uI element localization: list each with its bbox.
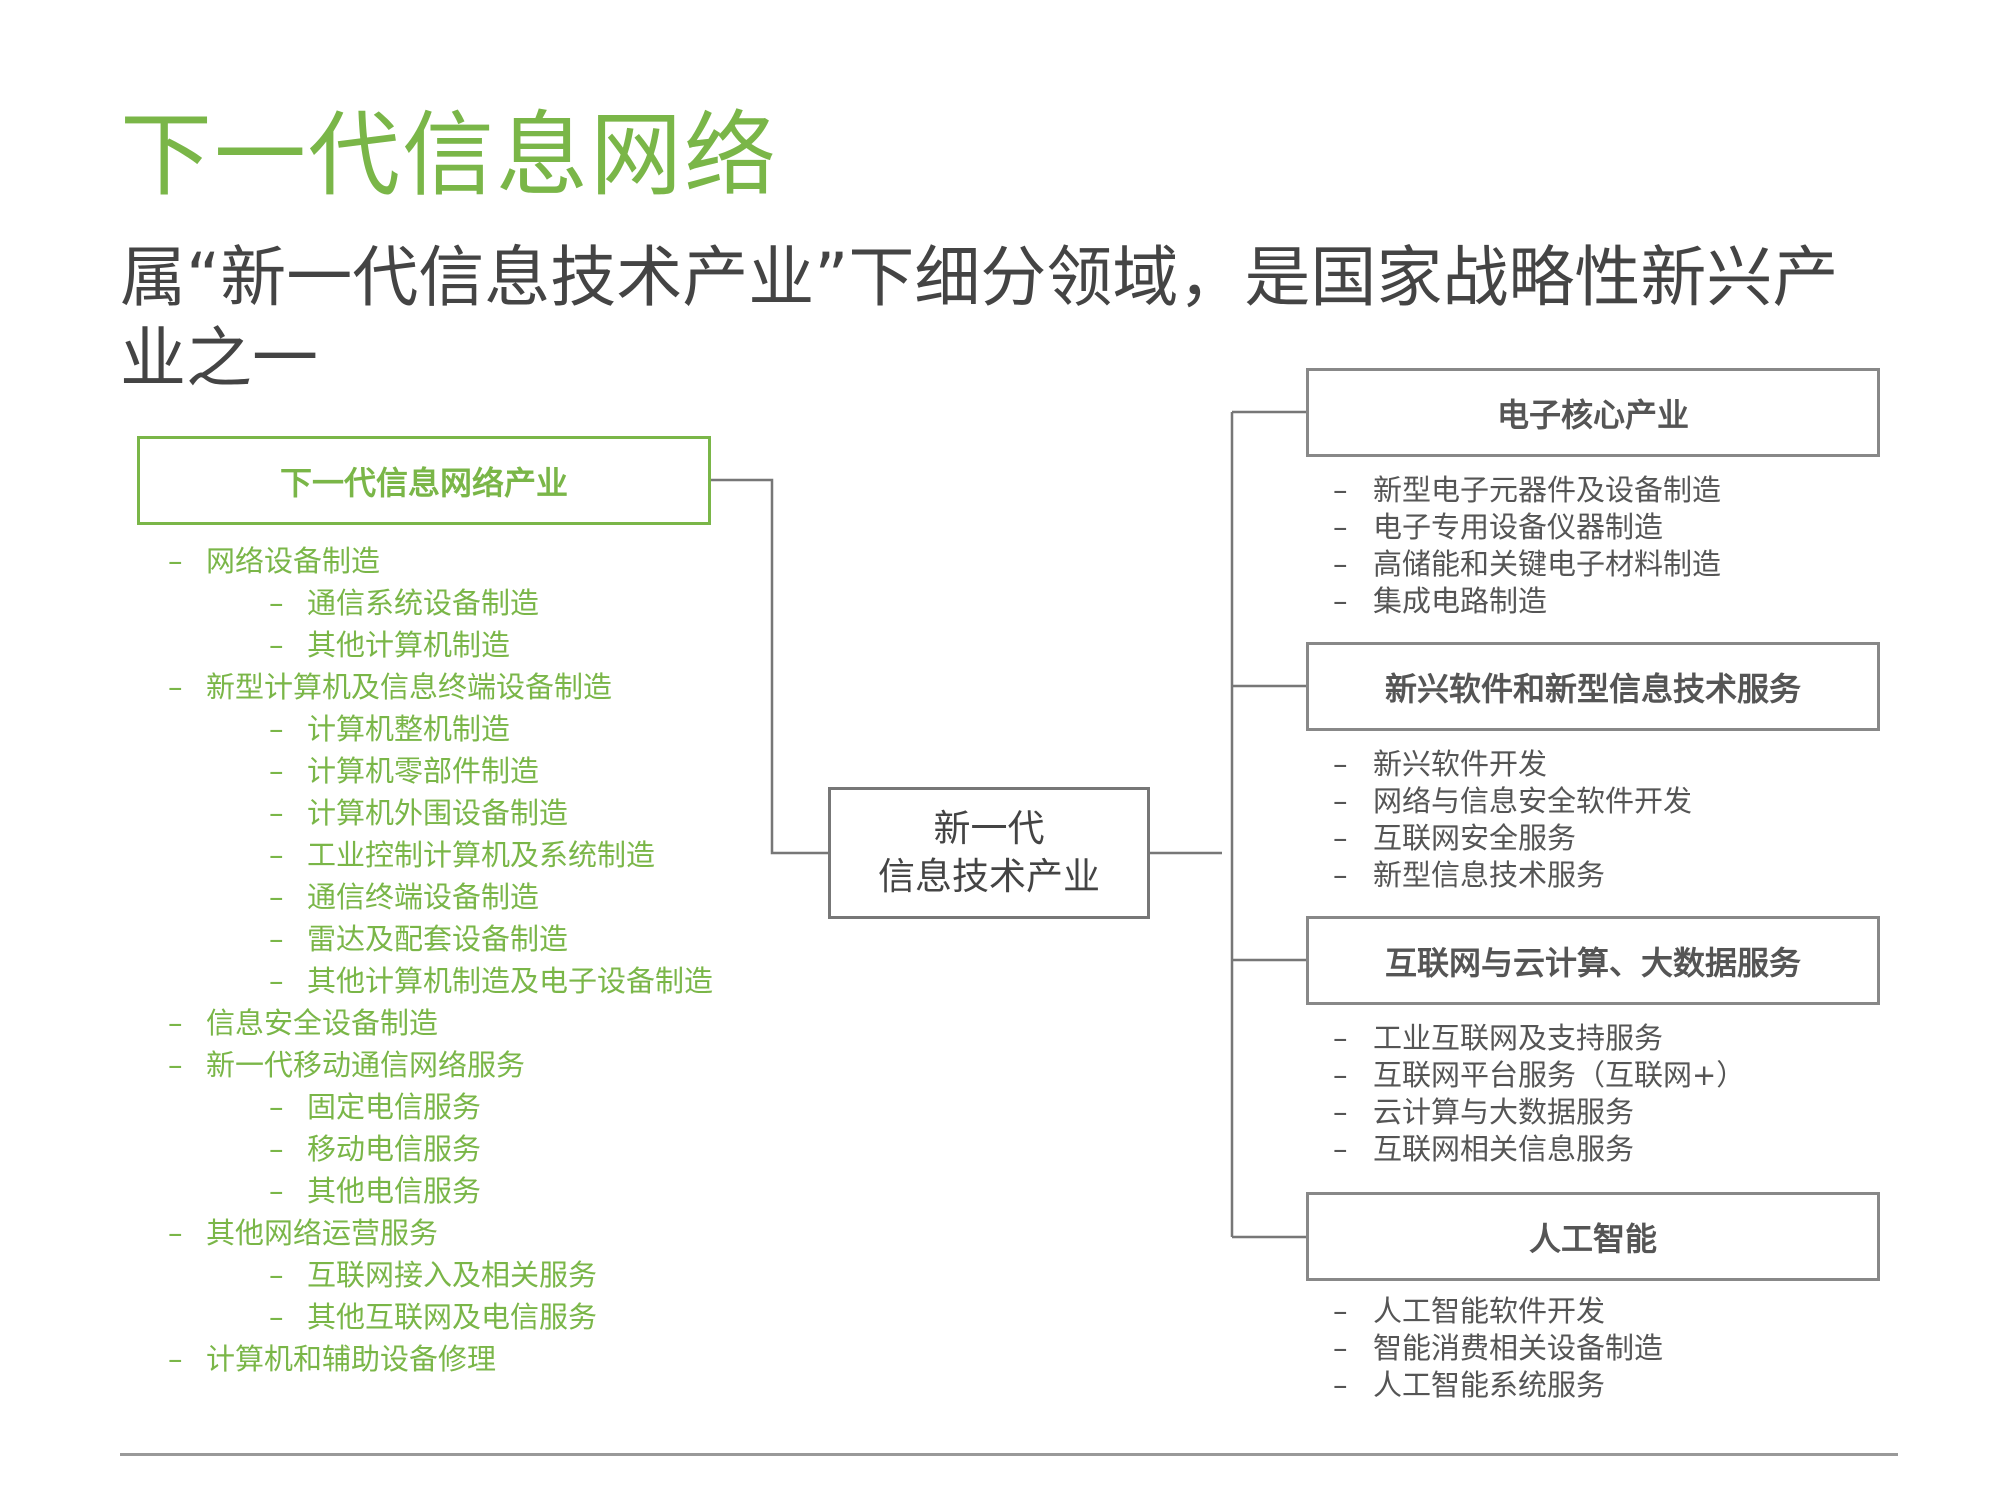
footer-divider	[120, 1453, 1898, 1456]
list-item: –其他互联网及电信服务	[269, 1300, 598, 1334]
right-list-4: –人工智能软件开发 –智能消费相关设备制造 –人工智能系统服务	[1333, 1293, 1663, 1404]
list-item: –其他计算机制造	[269, 628, 511, 662]
list-item: –移动电信服务	[269, 1132, 482, 1166]
box-artificial-intelligence: 人工智能	[1306, 1192, 1880, 1281]
box-new-gen-it-industry: 新一代 信息技术产业	[828, 787, 1150, 919]
list-item: –其他网络运营服务	[168, 1216, 439, 1250]
list-item: –集成电路制造	[1333, 584, 1548, 618]
list-item: –计算机和辅助设备修理	[168, 1342, 497, 1376]
list-item: –人工智能系统服务	[1333, 1368, 1606, 1402]
list-item: –通信系统设备制造	[269, 586, 540, 620]
list-item: –云计算与大数据服务	[1333, 1095, 1635, 1129]
list-item: –新型电子元器件及设备制造	[1333, 473, 1722, 507]
right-list-1: –新型电子元器件及设备制造 –电子专用设备仪器制造 –高储能和关键电子材料制造 …	[1333, 472, 1721, 620]
list-item: –互联网平台服务（互联网+）	[1333, 1058, 1746, 1092]
list-item: –雷达及配套设备制造	[269, 922, 569, 956]
list-item: –固定电信服务	[269, 1090, 482, 1124]
box-electronic-core-industry: 电子核心产业	[1306, 368, 1880, 457]
list-item: –高储能和关键电子材料制造	[1333, 547, 1722, 581]
list-item: –信息安全设备制造	[168, 1006, 439, 1040]
list-item: –其他电信服务	[269, 1174, 482, 1208]
connector-left	[711, 478, 828, 855]
box-next-gen-network-industry: 下一代信息网络产业	[137, 436, 711, 525]
list-item: –电子专用设备仪器制造	[1333, 510, 1664, 544]
list-item: –网络设备制造	[168, 544, 381, 578]
box-software-it-services: 新兴软件和新型信息技术服务	[1306, 642, 1880, 731]
box-internet-cloud-bigdata: 互联网与云计算、大数据服务	[1306, 916, 1880, 1005]
list-item: –新兴软件开发	[1333, 747, 1548, 781]
list-item: –网络与信息安全软件开发	[1333, 784, 1693, 818]
list-item: –工业控制计算机及系统制造	[269, 838, 656, 872]
list-item: –智能消费相关设备制造	[1333, 1331, 1664, 1365]
list-item: –互联网安全服务	[1333, 821, 1577, 855]
list-item: –新型计算机及信息终端设备制造	[168, 670, 613, 704]
list-item: –新型信息技术服务	[1333, 858, 1606, 892]
list-item: –新一代移动通信网络服务	[168, 1048, 526, 1082]
list-item: –计算机零部件制造	[269, 754, 540, 788]
center-box-line2: 信息技术产业	[878, 855, 1100, 898]
list-item: –其他计算机制造及电子设备制造	[269, 964, 714, 998]
list-item: –计算机外围设备制造	[269, 796, 569, 830]
right-list-2: –新兴软件开发 –网络与信息安全软件开发 –互联网安全服务 –新型信息技术服务	[1333, 746, 1692, 894]
list-item: –通信终端设备制造	[269, 880, 540, 914]
list-item: –互联网接入及相关服务	[269, 1258, 598, 1292]
list-item: –人工智能软件开发	[1333, 1294, 1606, 1328]
list-item: –计算机整机制造	[269, 712, 511, 746]
center-box-line1: 新一代	[933, 806, 1045, 850]
list-item: –工业互联网及支持服务	[1333, 1021, 1664, 1055]
right-list-3: –工业互联网及支持服务 –互联网平台服务（互联网+） –云计算与大数据服务 –互…	[1333, 1020, 1745, 1168]
list-item: –互联网相关信息服务	[1333, 1132, 1635, 1166]
page-title: 下一代信息网络	[120, 102, 779, 209]
page-subtitle: 属“新一代信息技术产业”下细分领域，是国家战略性新兴产业之一	[120, 239, 1839, 397]
left-item-list: –网络设备制造 –通信系统设备制造 –其他计算机制造 –新型计算机及信息终端设备…	[168, 540, 713, 1380]
